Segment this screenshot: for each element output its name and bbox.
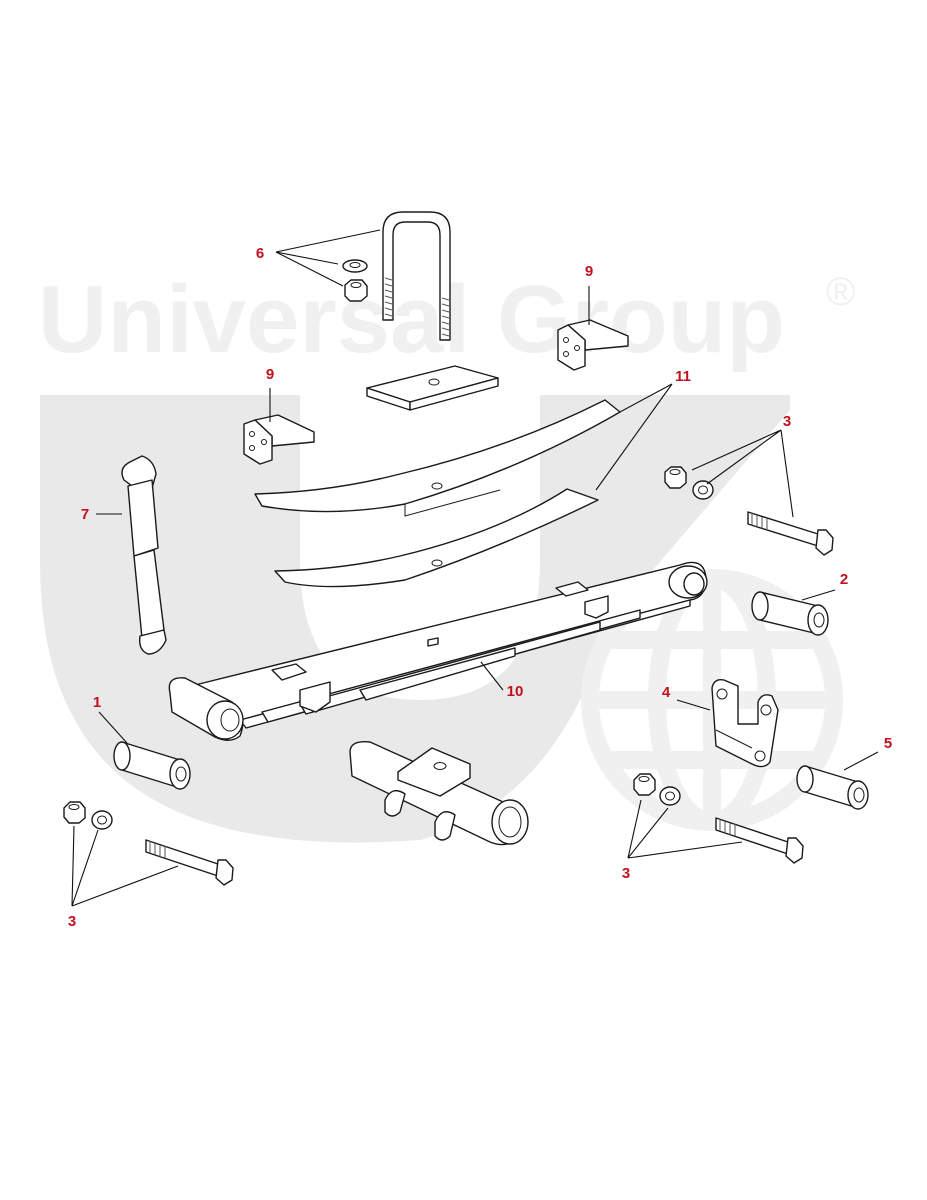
- callout-3: 3: [783, 413, 791, 430]
- u-bolt-nut: [344, 279, 368, 302]
- axle-tube: [349, 741, 529, 846]
- callout-3: 3: [622, 865, 630, 882]
- callout-5: 5: [884, 735, 892, 752]
- helper-leaf-lower: [274, 488, 599, 588]
- bushing-2: [751, 591, 829, 636]
- u-bolt-washer: [342, 259, 368, 273]
- callout-9: 9: [266, 366, 274, 383]
- callout-7: 7: [81, 506, 89, 523]
- bolt-set-left-lower: [63, 801, 234, 886]
- callout-4: 4: [662, 684, 671, 701]
- callout-2: 2: [840, 571, 848, 588]
- main-leaf-spring: [168, 561, 708, 741]
- watermark-registered-mark: ®: [826, 270, 855, 314]
- bushing-1: [113, 741, 191, 790]
- watermark-brand-text: Universal Group: [38, 266, 785, 373]
- callout-10: 10: [507, 683, 524, 700]
- callout-1: 1: [93, 694, 101, 711]
- callout-3: 3: [68, 913, 76, 930]
- callout-11: 11: [675, 368, 691, 385]
- leader-lines: [71, 229, 879, 907]
- bushing-5: [796, 765, 869, 810]
- bolt-set-right-lower: [633, 773, 804, 864]
- spring-clip-bracket-right: [557, 319, 629, 371]
- callout-6: 6: [256, 245, 264, 262]
- helper-leaf-upper: [254, 399, 621, 517]
- watermark-globe: [581, 569, 843, 831]
- bolt-set-right-upper: [664, 466, 834, 556]
- callout-labels: 6 9 9 11 3 7 2 10 1 4 5 3 3: [68, 245, 892, 930]
- spring-shackle: [711, 678, 779, 768]
- spring-clip-bracket-left: [243, 414, 315, 465]
- u-bolt: [382, 211, 451, 341]
- shock-absorber: [121, 455, 167, 655]
- callout-9: 9: [585, 263, 593, 280]
- axle-seat-plate: [366, 365, 499, 411]
